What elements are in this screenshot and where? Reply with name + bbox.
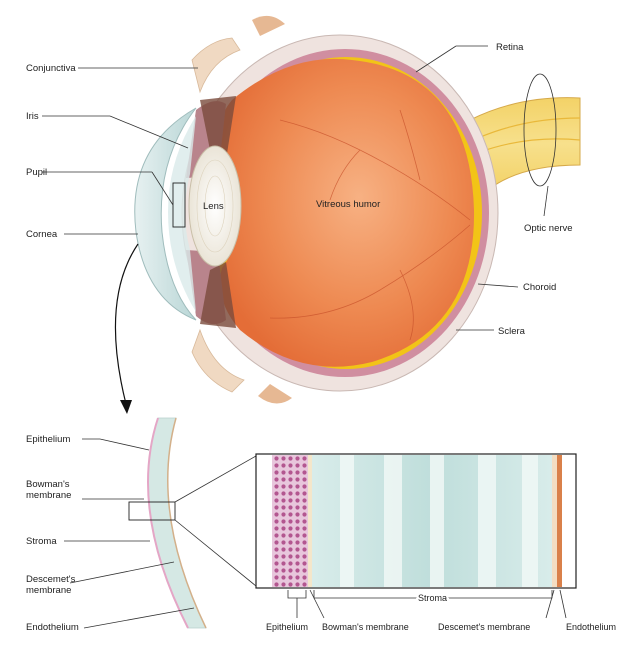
cornea-layer-detail bbox=[255, 453, 577, 619]
detail-label-bowmans: Bowman's membrane bbox=[322, 622, 409, 632]
cornea-shape bbox=[134, 107, 197, 321]
label-endothelium: Endothelium bbox=[26, 622, 79, 633]
epithelium-layer bbox=[272, 455, 308, 587]
eye-cross-section bbox=[134, 15, 581, 404]
zoom-arrow bbox=[114, 243, 139, 414]
label-lens: Lens bbox=[203, 201, 224, 212]
descemets-layer bbox=[552, 455, 557, 587]
label-descemets-2: membrane bbox=[26, 585, 71, 596]
label-conjunctiva: Conjunctiva bbox=[26, 63, 76, 74]
label-optic-nerve: Optic nerve bbox=[524, 223, 573, 234]
detail-label-stroma: Stroma bbox=[418, 593, 447, 603]
conjunctiva-shape bbox=[191, 37, 241, 94]
label-cornea: Cornea bbox=[26, 229, 58, 240]
label-retina: Retina bbox=[496, 42, 524, 53]
label-iris: Iris bbox=[26, 111, 39, 122]
bowmans-layer bbox=[308, 455, 312, 587]
label-bowmans-1: Bowman's bbox=[26, 479, 70, 490]
detail-label-descemets: Descemet's membrane bbox=[438, 622, 530, 632]
vitreous-humor-shape bbox=[218, 58, 475, 367]
label-choroid: Choroid bbox=[523, 282, 556, 293]
label-descemets-1: Descemet's bbox=[26, 574, 76, 585]
lens-shape bbox=[188, 145, 242, 267]
detail-label-endothelium: Endothelium bbox=[566, 622, 616, 632]
detail-label-epithelium: Epithelium bbox=[266, 622, 308, 632]
cornea-section-shape bbox=[147, 417, 207, 629]
label-epithelium: Epithelium bbox=[26, 434, 70, 445]
eye-leader-lines bbox=[42, 45, 549, 331]
optic-nerve-shape bbox=[469, 97, 581, 191]
retinal-vessels bbox=[269, 109, 471, 341]
label-sclera: Sclera bbox=[498, 326, 526, 337]
stroma-lamellae bbox=[340, 455, 538, 587]
magnify-box bbox=[128, 501, 176, 521]
label-vitreous-humor: Vitreous humor bbox=[316, 199, 380, 210]
endothelium-layer bbox=[557, 455, 562, 587]
label-pupil: Pupil bbox=[26, 167, 47, 178]
cornea-section-diagram bbox=[64, 417, 257, 629]
label-bowmans-2: membrane bbox=[26, 490, 71, 501]
label-stroma: Stroma bbox=[26, 536, 57, 547]
optic-nerve-sheath-ellipse bbox=[523, 73, 557, 187]
